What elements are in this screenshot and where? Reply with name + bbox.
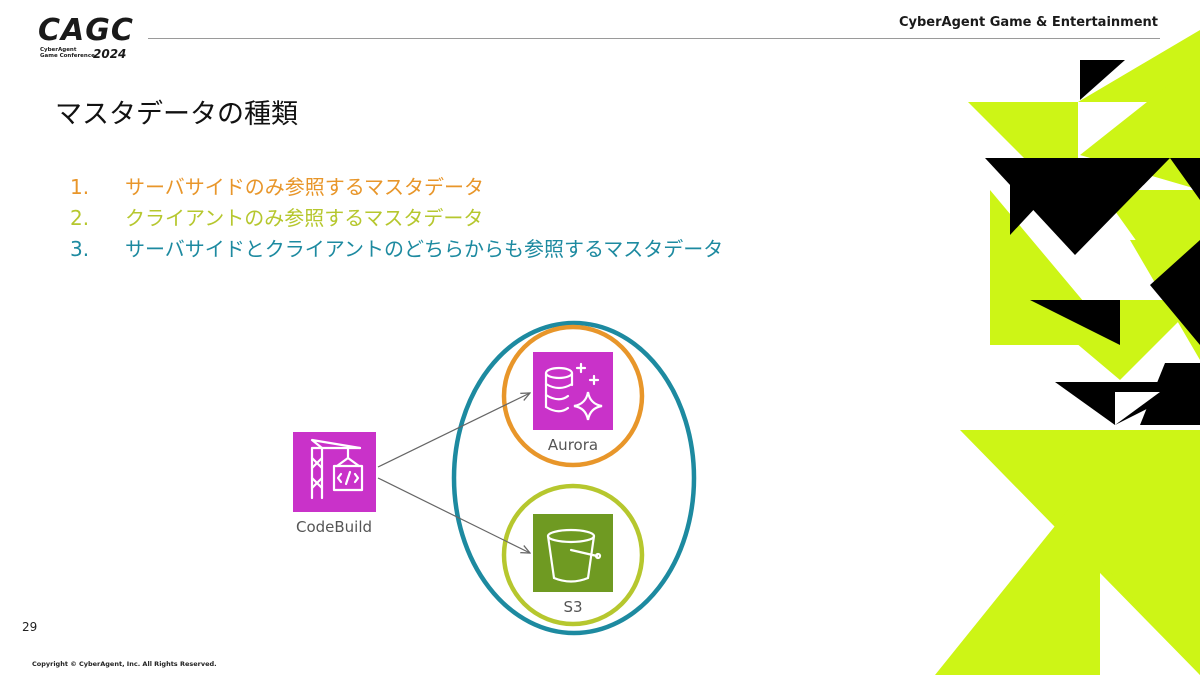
codebuild-node: CodeBuild [293, 432, 376, 536]
list-number: 2. [70, 206, 90, 230]
cagc-logo: CAGC CyberAgent Game Conference 2024 [38, 16, 138, 64]
logo-sub-text: CyberAgent Game Conference [40, 47, 95, 59]
aurora-ring [501, 324, 645, 468]
slide-title: マスタデータの種類 [55, 99, 298, 130]
codebuild-label: CodeBuild [296, 518, 372, 536]
master-data-types-list: 1. サーバサイドのみ参照するマスタデータ 2. クライアントのみ参照するマスタ… [70, 172, 723, 265]
edge-codebuild-s3 [377, 477, 530, 553]
s3-label: S3 [563, 598, 582, 616]
list-text: サーバサイドとクライアントのどちらからも参照するマスタデータ [125, 237, 724, 261]
edge-codebuild-aurora [377, 393, 530, 468]
s3-node: S3 [533, 514, 613, 616]
list-item-both: 3. サーバサイドとクライアントのどちらからも参照するマスタデータ [70, 234, 723, 265]
s3-icon [533, 514, 613, 592]
logo-year-text: 2024 [93, 47, 127, 61]
aurora-node: Aurora [533, 352, 613, 454]
header-divider [148, 38, 1160, 39]
list-item-server: 1. サーバサイドのみ参照するマスタデータ [70, 172, 723, 203]
copyright-text: Copyright © CyberAgent, Inc. All Rights … [32, 660, 217, 668]
list-text: クライアントのみ参照するマスタデータ [125, 206, 484, 230]
company-name: CyberAgent Game & Entertainment [898, 15, 1158, 30]
shared-group-ring [451, 320, 697, 636]
list-item-client: 2. クライアントのみ参照するマスタデータ [70, 203, 723, 234]
page-number: 29 [22, 620, 38, 634]
s3-ring [501, 483, 645, 627]
list-number: 3. [70, 237, 90, 261]
list-text: サーバサイドのみ参照するマスタデータ [125, 175, 484, 199]
aurora-label: Aurora [548, 436, 598, 454]
logo-main-text: CAGC [38, 13, 134, 48]
list-number: 1. [70, 175, 90, 199]
